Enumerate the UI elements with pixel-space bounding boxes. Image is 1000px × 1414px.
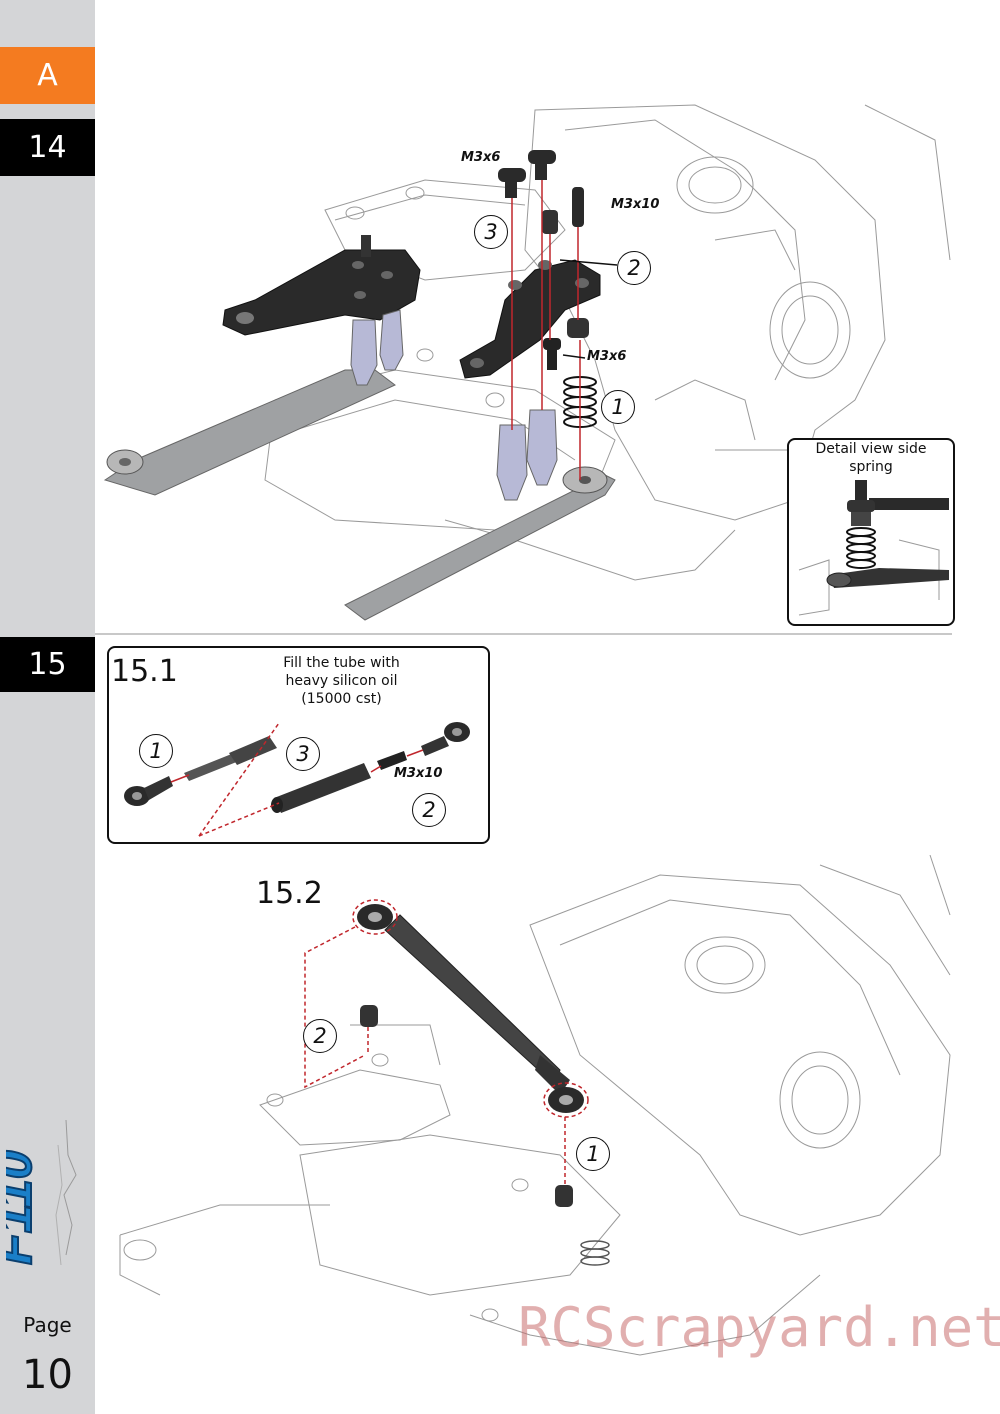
step15-2-label: 15.2 (256, 876, 323, 911)
detail-spring-drawing (798, 480, 949, 616)
callout-m3x6-mid: M3x6 (587, 349, 627, 364)
callout-m3x6-top: M3x6 (461, 150, 501, 165)
step15-1-label: 15.1 (111, 654, 178, 689)
step-divider (95, 633, 952, 635)
callout-m3x10-damper: M3x10 (394, 766, 443, 781)
part-number-3: 3 (474, 215, 508, 249)
part-number-1: 1 (139, 734, 173, 768)
step-tab-15: 15 (0, 637, 95, 692)
watermark: RCScrapyard.net (518, 1296, 1000, 1359)
logo-text: F110 (6, 1150, 43, 1265)
brand-logo: F110 (6, 1119, 77, 1266)
part-number-1: 1 (576, 1137, 610, 1171)
detail-view-box: Detail view side spring (787, 438, 955, 626)
page-label: Page (23, 1313, 72, 1337)
page-number: 10 (22, 1352, 73, 1398)
part-number-2: 2 (617, 251, 651, 285)
step14-drawing (103, 104, 951, 621)
step15-1-box: 15.1 Fill the tube with heavy silicon oi… (107, 646, 490, 844)
oil-note: Fill the tube with heavy silicon oil (15… (283, 655, 400, 707)
sidebar (0, 0, 95, 1414)
section-tab-a: A (0, 47, 95, 104)
detail-view-title: Detail view side spring (815, 441, 927, 475)
part-number-3: 3 (286, 737, 320, 771)
part-number-2: 2 (303, 1019, 337, 1053)
step15-2-drawing (119, 855, 951, 1356)
callout-m3x10: M3x10 (611, 197, 660, 212)
damper-exploded-drawing (124, 722, 470, 837)
part-number-2: 2 (412, 793, 446, 827)
part-number-1: 1 (601, 390, 635, 424)
step-tab-14: 14 (0, 119, 95, 176)
